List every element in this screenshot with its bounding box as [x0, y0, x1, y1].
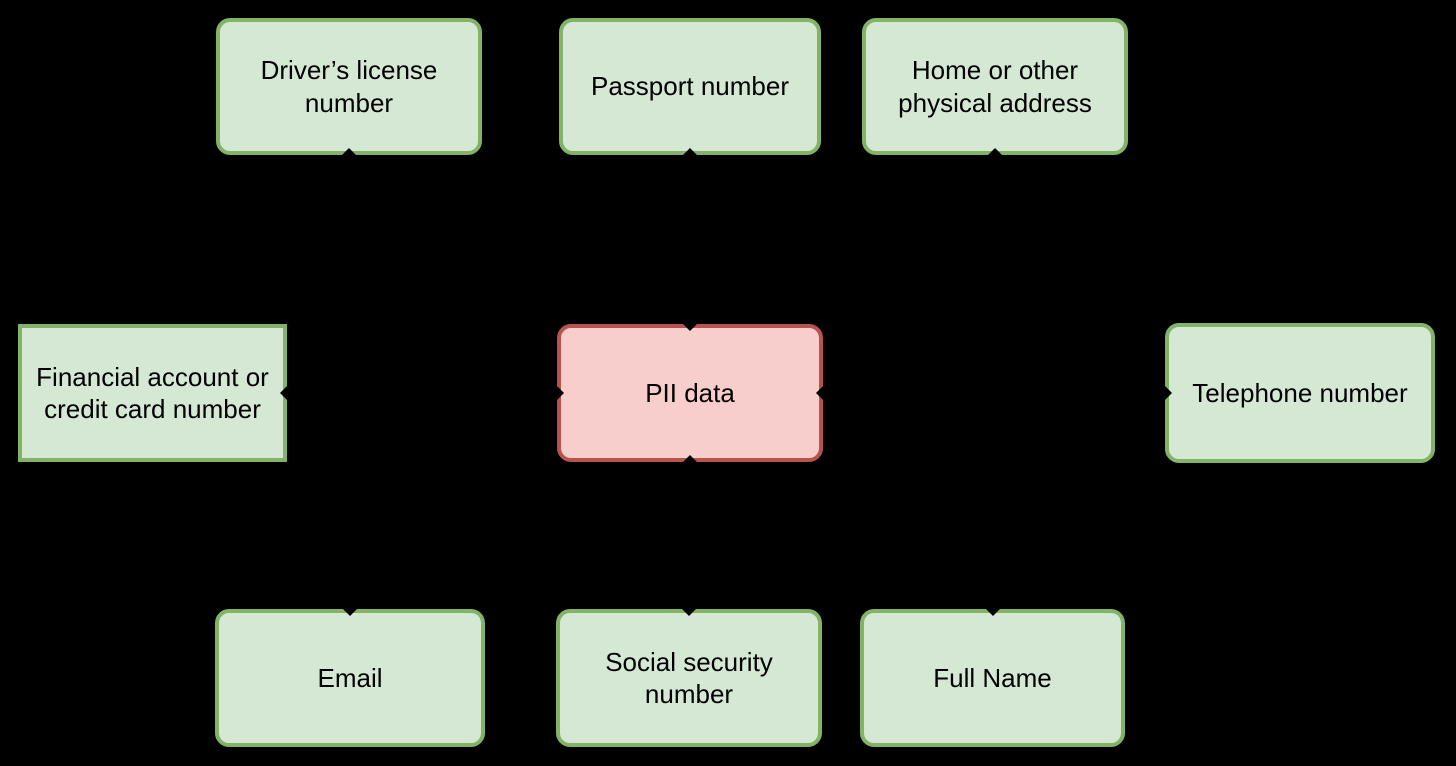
node-home-or-physical-address: Home or other physical address: [862, 18, 1128, 155]
node-social-security-number: Social security number: [556, 609, 822, 747]
arrowhead-icon: [683, 148, 697, 155]
arrowhead-icon: [280, 386, 287, 400]
arrowhead-icon: [985, 609, 1000, 616]
arrowhead-icon: [683, 455, 697, 462]
node-label: Email: [317, 662, 383, 693]
node-passport-number: Passport number: [559, 18, 821, 155]
node-drivers-license-number: Driver’s license number: [216, 18, 482, 155]
arrowhead-icon: [1165, 386, 1172, 400]
node-label: Financial account or credit card number: [36, 361, 269, 425]
arrowhead-icon: [988, 148, 1002, 155]
node-telephone-number: Telephone number: [1165, 323, 1435, 463]
node-label: PII data: [645, 377, 735, 408]
arrowhead-icon: [557, 386, 564, 400]
arrowhead-icon: [683, 324, 697, 331]
arrowhead-icon: [342, 148, 356, 155]
node-financial-account-or-credit-card-number: Financial account or credit card number: [18, 324, 287, 462]
arrowhead-icon: [682, 609, 696, 616]
node-email: Email: [215, 609, 485, 747]
node-label: Telephone number: [1192, 377, 1408, 408]
arrowhead-icon: [343, 609, 357, 616]
node-label: Full Name: [933, 662, 1052, 693]
node-full-name: Full Name: [860, 609, 1125, 747]
node-label: Home or other physical address: [898, 55, 1092, 118]
node-label: Passport number: [591, 71, 789, 102]
node-pii-data: PII data: [557, 324, 823, 462]
node-label: Social security number: [605, 646, 773, 710]
arrowhead-icon: [816, 386, 823, 400]
node-label: Driver’s license number: [260, 55, 438, 118]
